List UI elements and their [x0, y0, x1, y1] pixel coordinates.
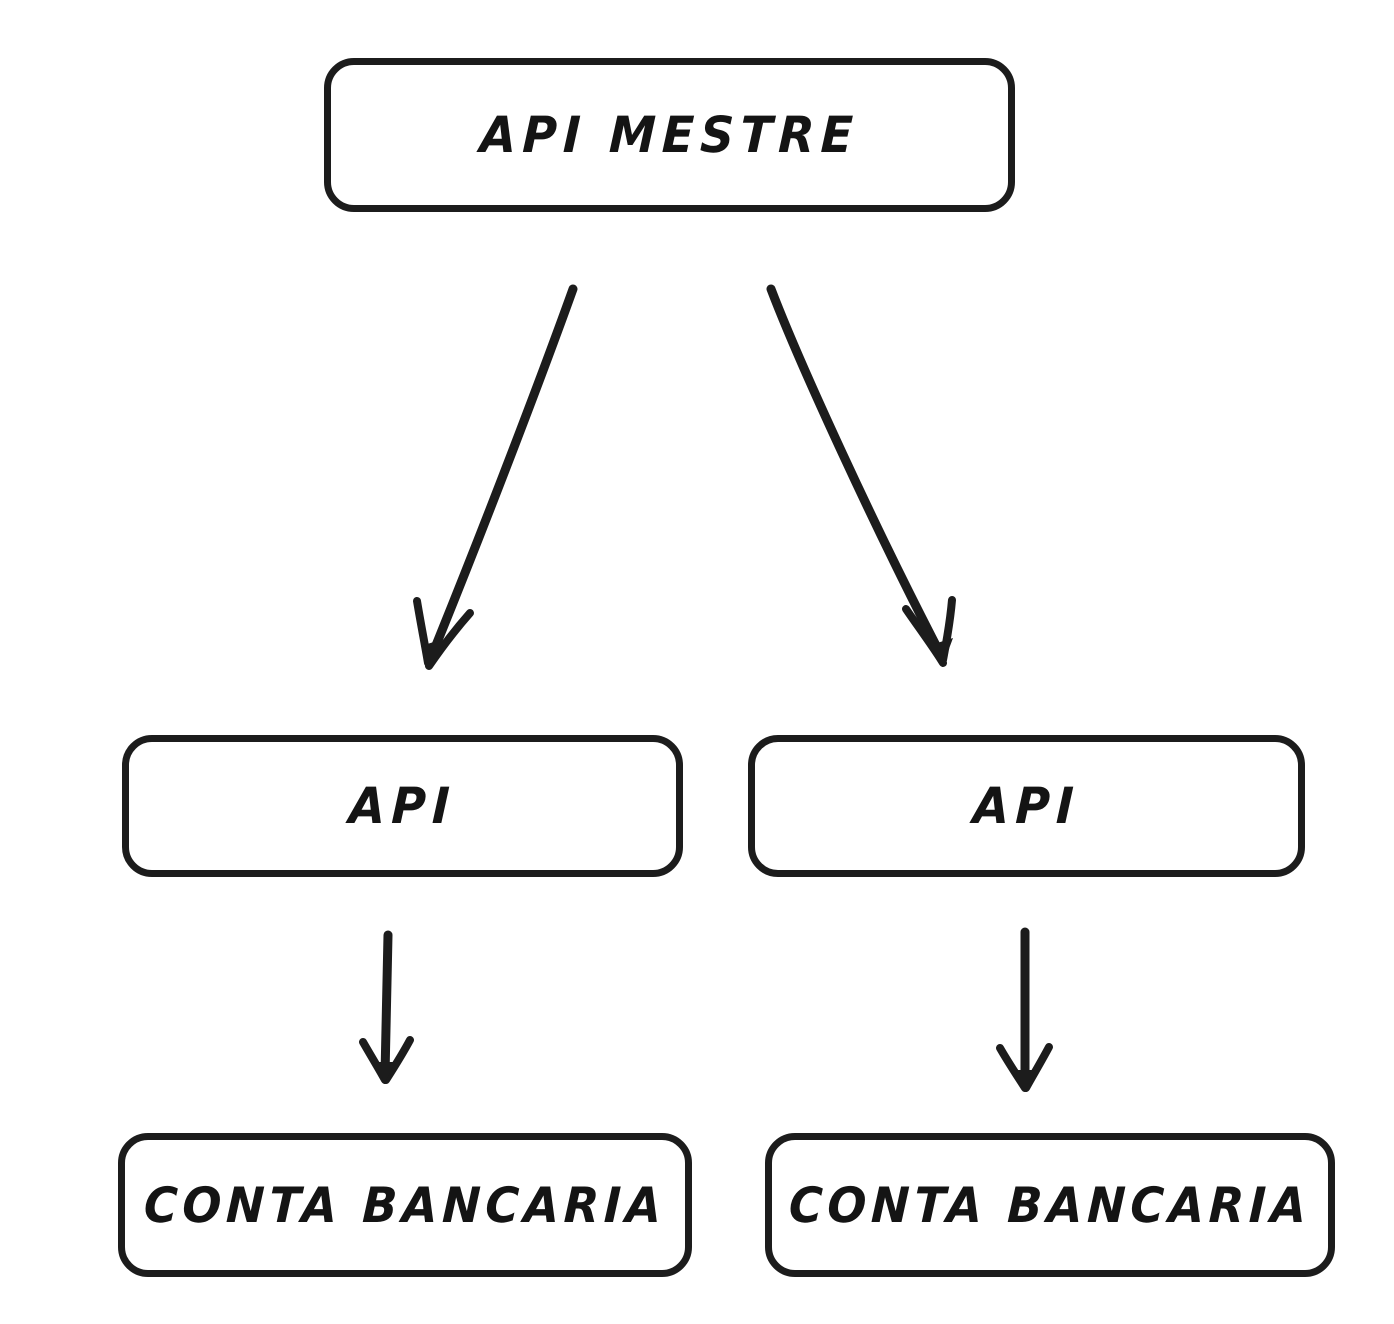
node-conta-bancaria-right[interactable]: CONTA BANCARIA	[765, 1133, 1335, 1277]
edge-mestre-to-api-left	[413, 284, 578, 670]
node-api-mestre-label: API MESTRE	[479, 105, 860, 165]
node-api-left-label: API	[348, 776, 457, 836]
node-conta-bancaria-left-label: CONTA BANCARIA	[143, 1176, 667, 1234]
node-conta-bancaria-right-label: CONTA BANCARIA	[788, 1176, 1312, 1234]
node-api-left[interactable]: API	[122, 735, 683, 877]
edge-mestre-to-api-right	[766, 284, 956, 667]
node-api-mestre[interactable]: API MESTRE	[324, 58, 1015, 212]
node-conta-bancaria-left[interactable]: CONTA BANCARIA	[118, 1133, 692, 1277]
node-api-right-label: API	[972, 776, 1081, 836]
edge-api-left-to-conta	[359, 930, 414, 1084]
edge-api-right-to-conta	[996, 927, 1053, 1092]
node-api-right[interactable]: API	[748, 735, 1305, 877]
